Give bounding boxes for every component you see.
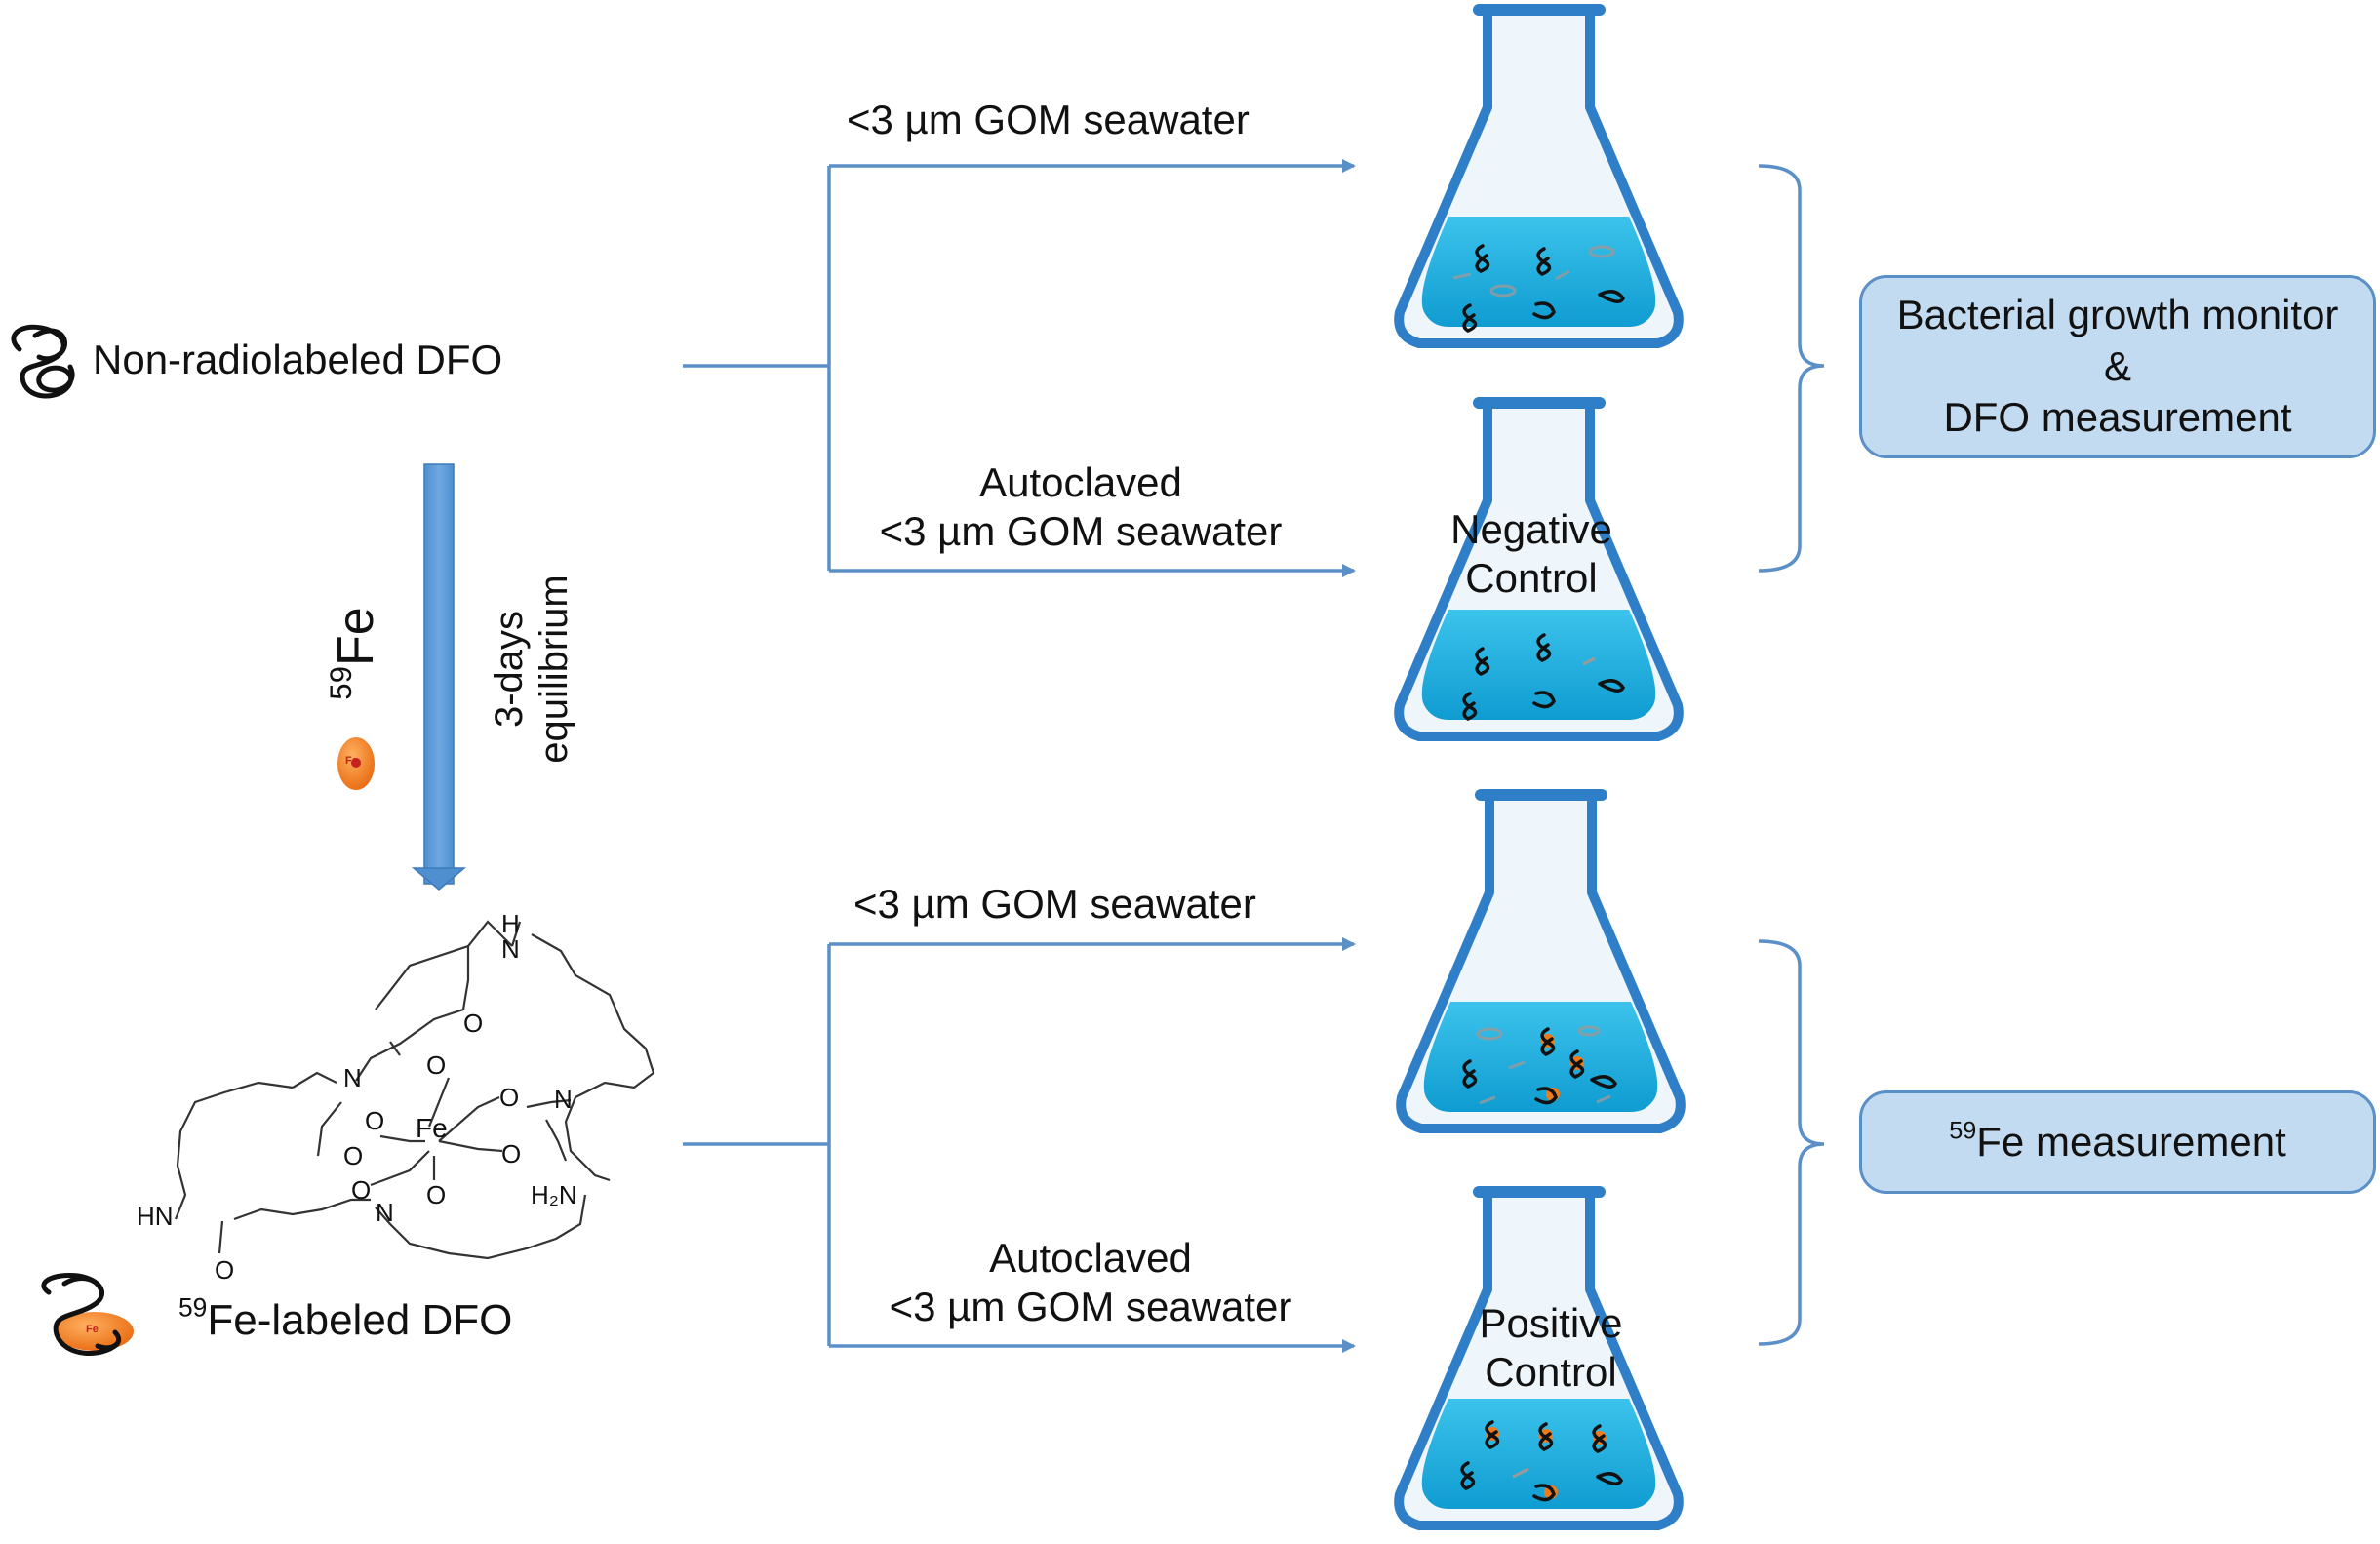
atom-n-bottom: N [376, 1198, 394, 1227]
bacterial-growth-box: Bacterial growth monitor & DFO measureme… [1859, 275, 2376, 458]
atom-o4: O [499, 1083, 520, 1112]
arrow-label-bot1: <3 µm GOM seawater [853, 881, 1256, 927]
arrow-label-bot2-line2: <3 µm GOM seawater [889, 1284, 1292, 1330]
atom-o5: O [343, 1141, 364, 1170]
top-brace [1758, 164, 1825, 573]
bacterial-growth-line3: DFO measurement [1943, 394, 2292, 441]
fe59-label: 59Fe [324, 590, 385, 717]
atom-h2n: H₂N [531, 1180, 577, 1209]
arrow-label-top2-line2: <3 µm GOM seawater [879, 508, 1283, 555]
bacterial-growth-line2: & [2103, 342, 2131, 389]
fe59-labeled-text: Fe-labeled DFO [207, 1296, 513, 1344]
bottom-brace [1758, 939, 1825, 1346]
atom-n-top: N [501, 934, 520, 964]
flask-bottom-1 [1392, 785, 1689, 1146]
equilibrium-line1: 3-days [488, 610, 531, 729]
fe59-measurement-box: 59Fe measurement [1859, 1090, 2376, 1194]
atom-h: H [501, 909, 520, 938]
atom-fe: Fe [416, 1113, 448, 1143]
bottom-branch-connector [683, 937, 1356, 1353]
atom-o3: O [365, 1106, 385, 1135]
fe59-measurement-mass: 59 [1949, 1117, 1977, 1145]
equilibrium-arrow [411, 463, 467, 891]
fe59-labeled-badge: Fe [86, 1324, 99, 1335]
atom-hn: HN [137, 1202, 174, 1231]
arrow-label-top2: Autoclaved <3 µm GOM seawater [837, 458, 1325, 557]
atom-o6: O [501, 1139, 522, 1168]
dfo-molecule-structure [174, 920, 655, 1260]
top-branch-connector [683, 159, 1356, 577]
flask-negative-control [1390, 393, 1687, 754]
fe59-labeled-mass-number: 59 [178, 1292, 208, 1323]
fe59-ball-icon [337, 737, 375, 790]
fe59-mass-number: 59 [324, 666, 359, 700]
flask-positive-control [1390, 1182, 1687, 1543]
atom-o2: O [426, 1050, 447, 1080]
arrow-label-bot2: Autoclaved <3 µm GOM seawater [847, 1234, 1334, 1332]
negative-control-label: Negative Control [1385, 505, 1678, 604]
atom-o1: O [463, 1009, 484, 1038]
positive-control-line2: Control [1485, 1349, 1617, 1396]
atom-o9: O [215, 1255, 235, 1285]
flask-top-1 [1390, 0, 1687, 361]
fe59-labeled-dfo-icon [41, 1272, 134, 1356]
non-radiolabeled-dfo-label: Non-radiolabeled DFO [93, 337, 503, 382]
bacterial-growth-line1: Bacterial growth monitor [1896, 292, 2339, 338]
arrow-label-top1: <3 µm GOM seawater [847, 97, 1250, 142]
fe59-symbol: Fe [328, 607, 384, 666]
atom-n-right: N [554, 1085, 573, 1114]
arrow-label-top2-line1: Autoclaved [979, 459, 1182, 505]
fe59-ball-badge: Fe [345, 755, 358, 767]
dfo-squiggle-icon [11, 324, 75, 399]
atom-o8: O [426, 1180, 447, 1209]
negative-control-line2: Control [1465, 555, 1598, 602]
positive-control-line1: Positive [1479, 1300, 1623, 1346]
fe59-labeled-dfo-label: 59Fe-labeled DFO [178, 1292, 513, 1347]
atom-o7: O [351, 1175, 372, 1205]
equilibrium-line2: equilibrium [533, 574, 575, 764]
atom-n-left: N [343, 1063, 362, 1092]
arrow-label-bot2-line1: Autoclaved [989, 1235, 1192, 1281]
fe59-measurement-text: Fe measurement [1976, 1118, 2286, 1165]
positive-control-label: Positive Control [1405, 1299, 1697, 1398]
equilibrium-label: 3-days equilibrium [487, 562, 576, 776]
negative-control-line1: Negative [1450, 506, 1612, 552]
